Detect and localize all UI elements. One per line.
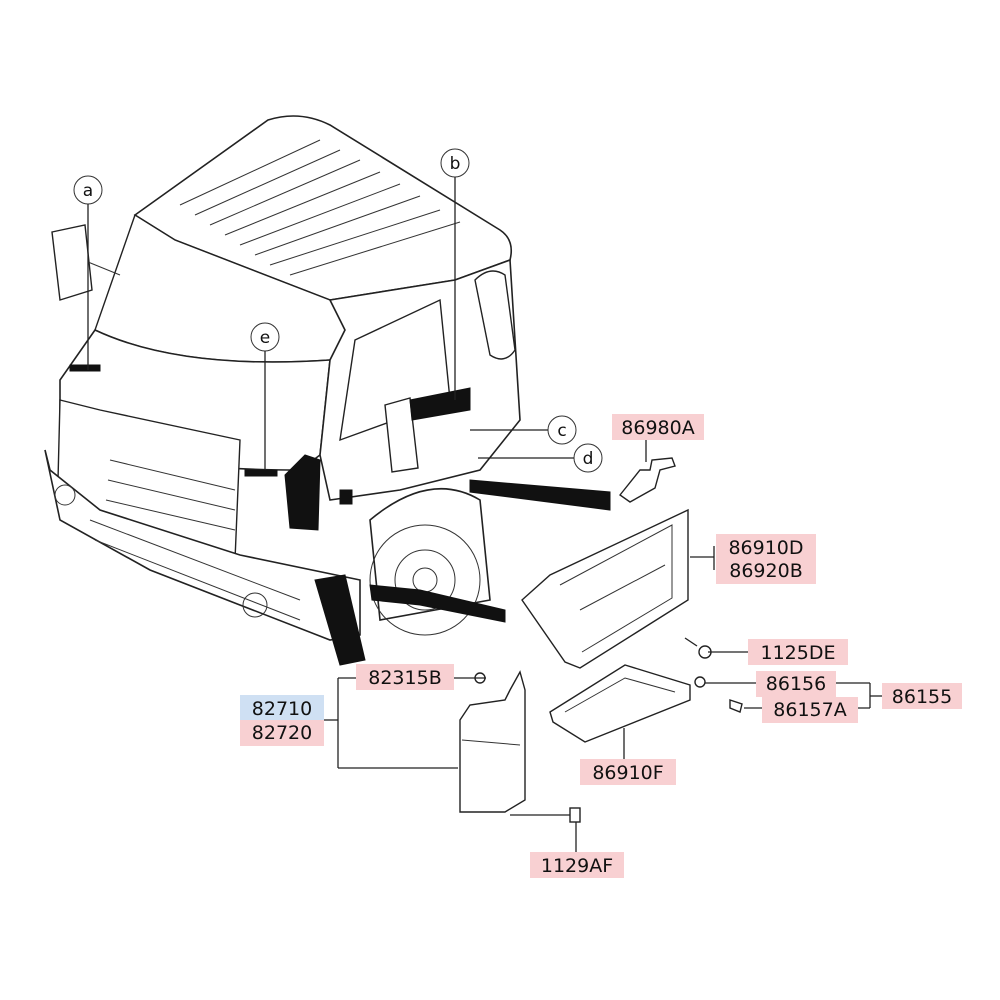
label-86156[interactable]: 86156	[756, 671, 836, 697]
label-86155[interactable]: 86155	[882, 683, 962, 709]
label-82315B-text: 82315B	[368, 667, 441, 689]
truck-cab-illustration	[44, 115, 611, 666]
label-86156-text: 86156	[766, 673, 826, 695]
part-86980A-drawing	[618, 457, 676, 503]
part-86910F-drawing	[549, 664, 691, 743]
part-1129AF-bolt	[510, 807, 581, 823]
callout-b: b	[440, 148, 470, 400]
label-1125DE[interactable]: 1125DE	[748, 639, 848, 665]
label-86980A[interactable]: 86980A	[612, 414, 704, 440]
label-86910D-text: 86910D	[728, 537, 803, 559]
label-86980A-highlight	[612, 414, 704, 440]
label-82710[interactable]: 82710	[240, 695, 324, 721]
roof-ribs	[179, 139, 461, 276]
label-82720-highlight	[240, 720, 324, 746]
label-86157A[interactable]: 86157A	[762, 697, 858, 723]
label-1129AF[interactable]: 1129AF	[530, 852, 624, 878]
label-86910F-text: 86910F	[592, 762, 663, 784]
label-86157A-text: 86157A	[773, 699, 846, 721]
label-86910D-highlight	[716, 534, 816, 560]
label-1125DE-highlight	[748, 639, 848, 665]
label-86910F-highlight	[580, 759, 676, 785]
label-86920B-highlight	[716, 558, 816, 584]
label-82720[interactable]: 82720	[240, 720, 324, 746]
label-82315B-highlight	[356, 664, 454, 690]
part-82710-drawing	[459, 670, 526, 813]
label-82720-text: 82720	[252, 722, 312, 744]
label-86910F[interactable]: 86910F	[580, 759, 676, 785]
callout-b-letter: b	[450, 154, 461, 174]
label-86155-text: 86155	[892, 686, 952, 708]
part-1125DE-bolt	[684, 637, 712, 659]
label-82710-highlight	[240, 695, 324, 721]
callout-a-letter: a	[83, 181, 93, 201]
label-82315B[interactable]: 82315B	[356, 664, 454, 690]
part-86910D-drawing	[521, 508, 689, 669]
callout-e-letter: e	[260, 328, 270, 348]
label-86920B[interactable]: 86920B	[716, 558, 816, 584]
callout-e: e	[250, 322, 280, 470]
label-86980A-text: 86980A	[621, 417, 694, 439]
callout-d: d	[478, 443, 603, 473]
callout-d-letter: d	[583, 449, 594, 469]
label-1129AF-text: 1129AF	[541, 855, 613, 877]
label-86910D[interactable]: 86910D	[716, 534, 816, 560]
label-86920B-text: 86920B	[729, 560, 802, 582]
part-86157A-clip	[729, 699, 743, 713]
part-86156-screw	[694, 676, 706, 688]
label-1125DE-text: 1125DE	[761, 642, 836, 664]
label-86155-highlight	[882, 683, 962, 709]
label-1129AF-highlight	[530, 852, 624, 878]
grille-slats	[105, 459, 236, 531]
callout-a: a	[73, 175, 103, 370]
callout-c-letter: c	[557, 421, 566, 441]
label-82710-text: 82710	[252, 698, 312, 720]
label-86156-highlight	[756, 671, 836, 697]
callout-c: c	[470, 415, 577, 445]
label-86157A-highlight	[762, 697, 858, 723]
